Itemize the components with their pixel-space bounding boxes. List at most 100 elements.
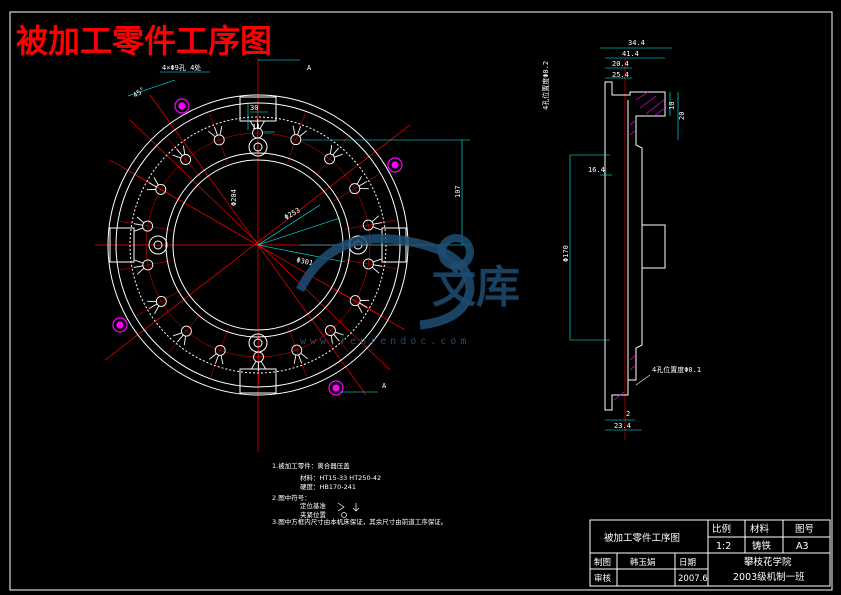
dim-2: 2 [626,410,630,418]
spring-pocket-arm [134,259,144,264]
spring-pocket-arm [373,264,383,267]
drawing-frame [9,11,833,591]
dim-slot-inner: 11 [252,123,260,131]
spring-pocket-arm [356,176,362,185]
tb-class: 2003级机制一班 [733,571,805,583]
spring-pocket-arm [172,154,182,159]
spring-pocket-arm [136,216,145,224]
dim-d170: Φ170 [562,245,570,262]
spring-pocket-arm [293,354,297,364]
tb-date: 2007.6 [678,574,708,584]
mounting-holes [112,98,403,396]
tb-material: 铸铁 [752,540,772,552]
spring-pocket-arm [373,222,383,225]
front-view: 4×Φ9孔 4处 45° 30 11 Φ204 Φ253 Φ301 107 A … [95,58,470,452]
dim-16-4: 16.4 [588,166,605,174]
bolt-ray [120,260,172,271]
spring-pocket-arm [260,361,267,370]
spring-pocket [291,344,303,356]
spring-pocket [213,134,225,146]
tb-scale: 1:2 [716,541,731,552]
spring-pocket [362,219,374,231]
spring-pocket-arm [297,126,302,136]
dim-20-4: 20.4 [612,60,629,68]
spring-pocket-arm [249,120,256,129]
spring-pocket-arm [292,125,296,135]
spring-pocket-arm [300,352,308,360]
front-dimension-lines [127,59,470,393]
dim-23-4: 23.4 [614,422,631,430]
spring-pocket-arm [176,148,183,156]
note-line-6: 3.图中方框内尺寸由本机床保证，其余尺寸由前道工序保证。 [272,517,447,526]
bolt-ray [314,312,349,352]
spring-pocket-arm [298,354,303,364]
dim-20: 20 [678,112,686,120]
watermark-text: 文库 [432,262,520,313]
spring-pocket-arm [148,303,158,309]
spring-pocket-arm [177,334,184,343]
tb-h-drawing-no: 图号 [795,524,814,535]
note-line-4: 2.图中符号： [272,493,311,502]
dim-25-4: 25.4 [612,71,629,79]
bolt-ray [119,221,172,231]
spring-pocket-arm [359,302,368,308]
watermark-url: www.renrendoc.com [300,336,470,347]
bolt-ray [333,174,380,201]
dim-d-mid: Φ253 [283,206,302,221]
dim-d-inner: Φ204 [230,189,238,206]
section-mark-top: A [307,64,312,72]
spring-pocket-arm [330,335,334,345]
side-outline [604,81,666,411]
spring-pocket-arm [371,215,380,223]
spring-pocket-arm [214,354,219,364]
spring-pocket [349,295,361,307]
dim-10: 10 [668,102,676,110]
title-block: 被加工零件工序图 比例 材料 图号 1:2 铸铁 A3 攀枝花学院 2003级机… [589,519,831,587]
dim-hole-callout: 4×Φ9孔 4处 [162,63,201,72]
dim-height-107: 107 [454,185,462,198]
spring-pocket [324,153,336,165]
spring-pocket-arm [251,361,257,370]
spring-pocket-arm [136,267,145,275]
side-dimension-lines [569,47,679,431]
spring-pocket [180,154,192,165]
slot-left [109,227,135,263]
spring-pocket-arm [213,126,218,136]
spring-pocket-arm [154,305,160,314]
spring-pocket-arm [208,130,216,138]
spring-pocket-arm [372,226,382,231]
dim-41-4: 41.4 [622,50,639,58]
tb-school: 攀枝花学院 [744,556,792,568]
spring-pocket-arm [209,353,217,360]
datum-symbol [337,502,360,512]
tb-l-drawn: 制图 [594,557,611,568]
tb-h-scale: 比例 [712,523,731,535]
spring-pocket-arm [153,176,159,186]
dim-slot-width: 30 [250,104,258,112]
spring-pocket-arm [333,334,340,342]
spring-pocket-arm [334,153,343,158]
bolt-ray [344,259,397,269]
spring-pocket-arm [182,145,186,155]
note-line-1: 1.被加工零件：离合器压盖 [272,461,350,470]
dim-d-outer: Φ301 [296,256,314,267]
spring-pocket-arm [183,336,187,346]
technical-notes: 1.被加工零件：离合器压盖 材料：HT15-33 HT250-42 硬度：HB1… [272,461,447,526]
drawing-title: 被加工零件工序图 [16,22,272,60]
tb-name: 被加工零件工序图 [604,532,680,544]
spring-pocket-arm [134,227,144,232]
spring-pocket [214,344,226,356]
slot-bottom [239,368,277,394]
section-mark-bottom: A [382,382,387,390]
side-note-top: 4孔位置度Φ0.2 [541,61,550,110]
spring-pocket-arm [133,265,143,268]
side-view: 34.4 41.4 20.4 25.4 10 20 16.4 Φ170 2 23… [541,39,701,440]
spring-pocket-arm [372,258,382,263]
spring-pocket-arm [299,130,307,137]
note-line-3: 硬度：HB170-241 [300,482,356,491]
spring-pocket-arm [148,182,157,188]
spring-pocket-arm [334,331,344,336]
spring-pocket-arm [371,266,380,274]
bolt-ray [168,312,202,353]
